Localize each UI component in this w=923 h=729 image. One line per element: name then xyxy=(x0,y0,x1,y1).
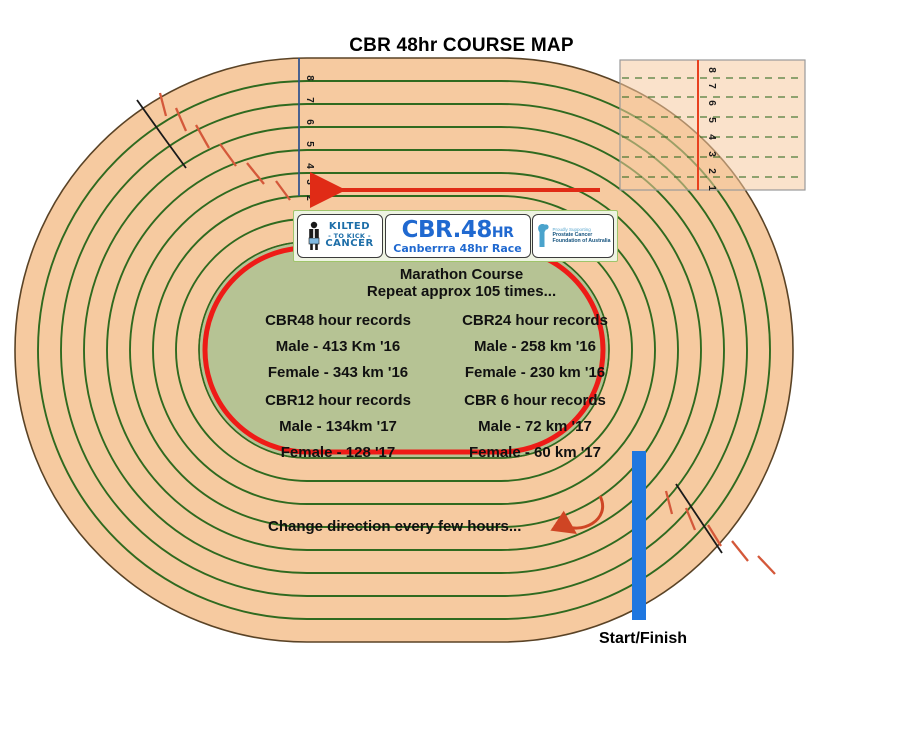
pcfa-logo: Proudly Supporting Prostate Cancer Found… xyxy=(532,214,614,258)
lane-line-4 xyxy=(129,172,679,528)
stagger-mark xyxy=(684,507,697,531)
lane-line-8 xyxy=(37,80,771,620)
cbr-logo-hr: HR xyxy=(491,224,514,241)
stagger-marks-bottom-right xyxy=(664,490,776,575)
kilted-line-3: CANCER xyxy=(325,238,374,250)
lane-number-left-2: 2 xyxy=(304,195,315,201)
records-block-6hr: CBR 6 hour records Male - 72 km '17 Fema… xyxy=(440,388,630,466)
lane-number-left-3: 3 xyxy=(304,179,315,185)
lane-number-right-1: 1 xyxy=(706,185,717,191)
records-male: Male - 134km '17 xyxy=(279,418,397,435)
stagger-marks-top-left xyxy=(158,92,291,201)
lane-number-left-5: 5 xyxy=(304,141,315,147)
lane-line-3 xyxy=(152,195,656,505)
pcfa-ribbon-icon xyxy=(538,224,550,247)
records-female: Female - 60 km '17 xyxy=(469,444,601,461)
course-heading-line-2: Repeat approx 105 times... xyxy=(366,283,557,300)
records-female: Female - 230 km '16 xyxy=(464,364,606,381)
cbr-logo-main-text: CBR.48 xyxy=(401,216,493,243)
records-male: Male - 72 km '17 xyxy=(478,418,592,435)
change-direction-note: Change direction every few hours... xyxy=(268,518,522,535)
stagger-mark xyxy=(174,107,188,132)
kilted-runner-icon xyxy=(309,221,320,250)
pcfa-line-1: Proudly Supporting xyxy=(552,227,591,233)
records-heading: CBR48 hour records xyxy=(265,312,411,329)
records-female: Female - 343 km '16 xyxy=(267,364,409,381)
stagger-mark xyxy=(194,124,211,149)
records-male: Male - 258 km '16 xyxy=(474,338,596,355)
lane-number-left-8: 8 xyxy=(304,75,315,81)
lane-number-left-7: 7 xyxy=(304,97,315,103)
lane-line-5 xyxy=(106,149,702,551)
lane-number-left-6: 6 xyxy=(304,119,315,125)
records-block-24hr: CBR24 hour records Male - 258 km '16 Fem… xyxy=(440,308,630,386)
callout-box xyxy=(619,59,806,191)
stagger-mark xyxy=(707,524,722,547)
lane-number-right-7: 7 xyxy=(706,83,717,89)
break-line-top-left xyxy=(136,99,187,169)
records-male: Male - 413 Km '16 xyxy=(275,338,401,355)
break-line-bottom-right xyxy=(675,483,723,554)
lane-numbers-left-group: 8 7 6 5 4 3 2 xyxy=(304,75,315,201)
lane-number-right-4: 4 xyxy=(706,134,717,140)
stagger-mark xyxy=(158,92,168,117)
course-heading-line-1: Marathon Course xyxy=(399,266,524,283)
records-block-48hr: CBR48 hour records Male - 413 Km '16 Fem… xyxy=(243,308,433,386)
sponsor-logo-strip: KILTED - TO KICK - CANCER CBR.48HR Canbe… xyxy=(293,210,618,262)
lane-number-right-2: 2 xyxy=(706,168,717,174)
lane-number-right-6: 6 xyxy=(706,100,717,106)
records-heading: CBR24 hour records xyxy=(462,312,608,329)
stagger-mark xyxy=(246,162,265,185)
lane-number-left-4: 4 xyxy=(304,163,315,169)
stagger-mark xyxy=(275,180,291,201)
lane-number-right-3: 3 xyxy=(706,151,717,157)
stagger-mark xyxy=(219,143,237,167)
change-direction-arrow xyxy=(550,495,604,534)
kilted-line-1: KILTED xyxy=(328,221,371,233)
lane-numbers-right-group: 8 7 6 5 4 3 2 1 xyxy=(706,67,717,191)
lane-numbering-callout: 8 7 6 5 4 3 2 1 xyxy=(619,59,806,191)
lane-line-6 xyxy=(83,126,725,574)
cbr-logo-sub: Canberrra 48hr Race xyxy=(393,241,522,255)
stagger-mark xyxy=(757,555,776,575)
cbr-48hr-logo: CBR.48HR Canberrra 48hr Race xyxy=(384,214,531,258)
pcfa-line-2: Prostate Cancer xyxy=(552,231,593,238)
page-title: CBR 48hr COURSE MAP xyxy=(349,35,574,56)
pcfa-line-3: Foundation of Australia xyxy=(552,237,611,244)
stagger-mark xyxy=(731,540,749,562)
kilted-to-kick-cancer-logo: KILTED - TO KICK - CANCER xyxy=(297,214,383,258)
lane-line-7 xyxy=(60,103,748,597)
records-female: Female - 128 '17 xyxy=(280,444,396,461)
lane-number-right-8: 8 xyxy=(706,67,717,73)
records-heading: CBR 6 hour records xyxy=(464,392,606,409)
records-heading: CBR12 hour records xyxy=(265,392,411,409)
lane-number-right-5: 5 xyxy=(706,117,717,123)
cbr-logo-main: CBR.48HR xyxy=(401,216,514,243)
start-finish-label: Start/Finish xyxy=(598,630,687,647)
stagger-mark xyxy=(664,490,674,515)
kilted-line-2: - TO KICK - xyxy=(328,231,371,240)
records-block-12hr: CBR12 hour records Male - 134km '17 Fema… xyxy=(243,388,433,466)
start-finish-bar xyxy=(632,451,646,620)
